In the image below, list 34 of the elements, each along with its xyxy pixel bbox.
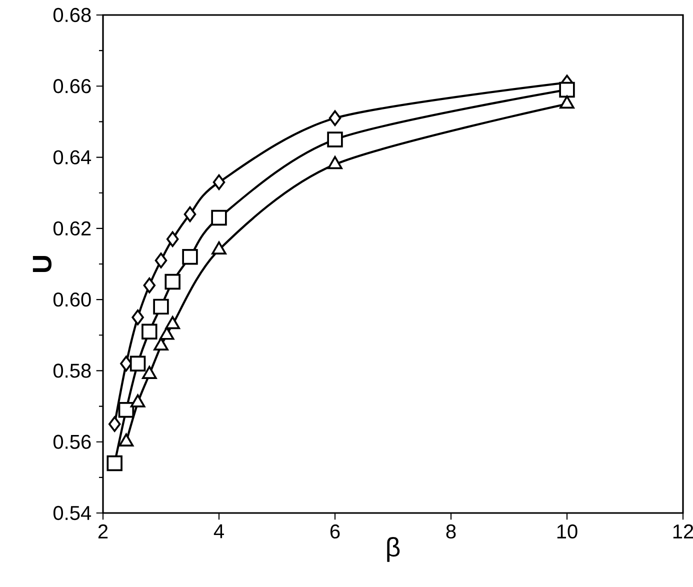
point <box>328 110 342 126</box>
point <box>108 416 121 432</box>
point <box>166 231 179 247</box>
point <box>559 82 575 98</box>
y-tick-label: 0.56 <box>53 434 91 449</box>
y-tick-label: 0.54 <box>53 506 92 520</box>
y-tick-label: 0.68 <box>53 8 91 22</box>
x-tick-label: 6 <box>330 524 340 539</box>
y-tick-label: 0.66 <box>53 79 91 94</box>
point <box>184 206 196 222</box>
y-tick-label: 0.64 <box>53 150 92 164</box>
point <box>211 210 227 226</box>
point <box>142 324 158 340</box>
point <box>130 356 146 372</box>
point <box>327 132 343 148</box>
x-tick-label: 2 <box>98 524 108 538</box>
x-tick-label: 10 <box>557 524 578 539</box>
point <box>106 455 122 472</box>
x-tick-label: 4 <box>214 524 224 538</box>
point <box>182 249 198 265</box>
x-axis-title: β <box>387 537 400 562</box>
y-tick-label: 0.60 <box>53 292 91 307</box>
point <box>132 309 144 326</box>
point <box>118 402 134 418</box>
x-tick-label: 12 <box>673 524 693 538</box>
x-tick-label: 8 <box>446 524 456 539</box>
y-axis-title: U <box>32 256 52 272</box>
point <box>212 174 226 190</box>
point <box>154 252 168 268</box>
point <box>153 298 169 315</box>
point <box>143 277 156 294</box>
y-tick-label: 0.62 <box>53 221 91 236</box>
y-tick-label: 0.58 <box>53 364 91 378</box>
point <box>164 274 180 290</box>
